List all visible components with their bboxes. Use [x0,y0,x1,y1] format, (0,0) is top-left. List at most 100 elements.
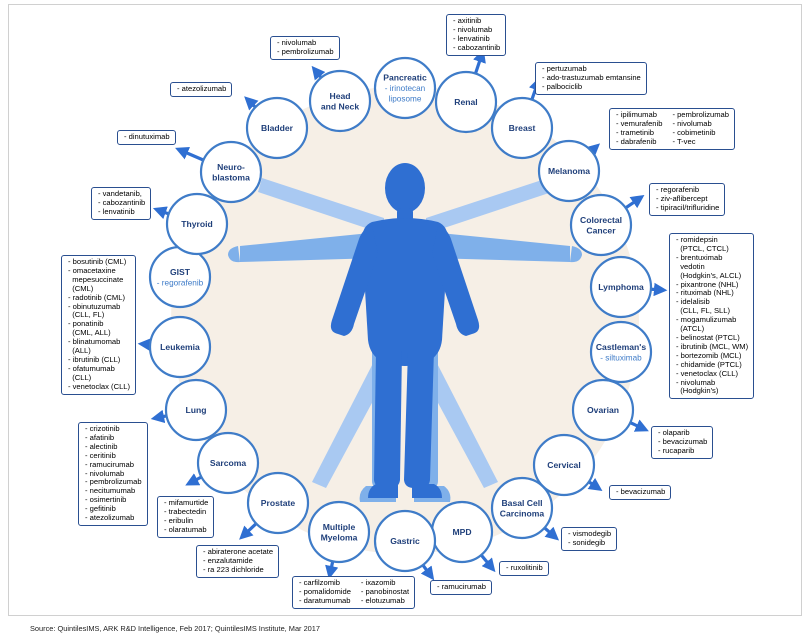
drug-box-renal: - axitinib- nivolumab- lenvatinib- caboz… [446,14,507,56]
drug-item: - palbociclib [542,81,583,91]
drug-item: (Hodgkin's) [676,386,719,396]
drug-item: - blinatumomab [68,337,121,347]
drug-item: - pembrolizumab [672,110,729,119]
drug-box-lymphoma: - romidepsin (PTCL, CTCL)- brentuximab v… [669,233,755,400]
node-drug-label: - siltuximab [600,353,642,362]
drug-item: - ceritinib [85,450,116,460]
drug-box-colorectal: - regorafenib- ziv-aflibercept- tipiraci… [649,183,726,216]
node-circle [490,96,554,160]
drug-item: - idelalisib [676,297,710,307]
drug-item: - afatinib [85,432,115,442]
drug-box-gastric: - ramucirumab [430,580,492,595]
drug-item: (PTCL, CTCL) [676,243,729,253]
drug-item: - olaparib [658,428,690,437]
node-label: Renal [454,97,477,107]
drug-item: - panobinostat [360,586,410,596]
drug-item: - nivolumab [277,38,317,47]
drug-item: vedotin [676,261,705,271]
drug-box-thyroid: - vandetanib,- cabozantinib- lenvatinib [91,187,152,220]
arrow-colorectal [623,194,645,210]
node-label: Leukemia [160,342,200,352]
drug-item: - atezolizumab [177,84,227,93]
node-drug-label: liposome [389,95,422,104]
drug-box-neuroblastoma: - dinutuximab [117,130,176,145]
node-circle [199,140,263,204]
drug-item: - brentuximab [676,252,723,262]
drug-item: - romidepsin [676,235,718,244]
drug-item: - crizotinib [85,424,120,433]
node-prostate: Prostate [246,471,310,535]
drug-box-breast: - pertuzumab- ado-trastuzumab emtansine-… [535,62,647,95]
node-cervical: Cervical [532,433,596,497]
drug-item: - axitinib [453,16,482,25]
drug-item: - ra 223 dichloride [203,564,264,574]
drug-item: - nivolumab [453,24,493,34]
drug-item: - daratumumab [299,595,351,605]
node-label: Cervical [547,460,580,470]
drug-item: - nivolumab [672,118,712,128]
node-label: Pancreatic [383,73,427,83]
node-label: Ovarian [587,405,619,415]
node-sarcoma: Sarcoma [196,431,260,495]
drug-item: - venetoclax (CLL) [676,368,739,378]
drug-column: - ixazomib- panobinostat- elotuzumab [360,578,410,606]
drug-item: - carfilzomib [299,578,340,587]
drug-box-leukemia: - bosutinib (CML)- omacetaxine mepesucci… [61,255,137,395]
arrow-mpd [479,553,496,573]
drug-item: - omacetaxine [68,265,116,275]
drug-item: - bosutinib (CML) [68,257,127,266]
drug-item: - pertuzumab [542,64,587,73]
drug-item: - mogamulizumab [676,315,737,325]
arrow-renal [473,48,486,75]
drug-box-sarcoma: - mifamurtide- trabectedin- eribulin- ol… [157,496,215,538]
node-label: Head [329,91,350,101]
node-label: and Neck [321,101,359,111]
node-circle [165,192,229,256]
arrow-neuroblastoma [175,147,206,162]
node-circle [373,509,437,573]
drug-item: - obinutuzumab [68,301,121,311]
drug-item: - pembrolizumab [277,46,334,56]
node-thyroid: Thyroid [165,192,229,256]
drug-column: - carfilzomib- pomalidomide- daratumumab [299,578,351,606]
node-label: blastoma [212,172,250,182]
node-label: Colorectal [580,215,622,225]
drug-item: - rucaparib [658,445,695,455]
drug-item: - mifamurtide [164,498,209,507]
drug-item: (CML) [68,283,94,293]
drug-item: - bevacizumab [658,436,708,446]
node-gist: GIST- regorafenib [148,245,212,309]
drug-item: - gefitinib [85,504,116,514]
drug-item: - pomalidomide [299,586,351,596]
drug-item: - ixazomib [360,578,396,587]
drug-item: - ado-trastuzumab emtansine [542,72,641,82]
node-lymphoma: Lymphoma [589,255,653,319]
drug-item: - ibrutinib (MCL, WM) [676,341,749,351]
node-label: Carcinoma [500,508,545,518]
drug-item: - T-vec [672,136,696,146]
node-label: Melanoma [548,166,590,176]
drug-item: (ATCL) [676,324,705,334]
node-label: Basal Cell [501,498,542,508]
node-circle [373,56,437,120]
node-label: Prostate [261,498,296,508]
drug-item: - dinutuximab [124,132,170,141]
node-bladder: Bladder [245,96,309,160]
node-circle [245,96,309,160]
node-circle [569,193,633,257]
drug-item: - bevacizumab [616,487,666,496]
drug-box-mpd: - ruxolitinib [499,561,549,576]
drug-item: - osimertinib [85,495,127,505]
drug-item: - nivolumab [676,377,716,387]
node-castleman: Castleman's- siltuximab [589,320,653,384]
drug-item: - pembrolizumab [85,477,142,487]
node-circle [490,476,554,540]
drug-item: - vandetanib, [98,189,142,198]
drug-item: - sonidegib [568,537,606,547]
drug-item: - pixantrone (NHL) [676,279,739,289]
arrows [137,48,668,581]
drug-item: - lenvatinib [98,206,135,216]
drug-box-bladder: - atezolizumab [170,82,233,97]
